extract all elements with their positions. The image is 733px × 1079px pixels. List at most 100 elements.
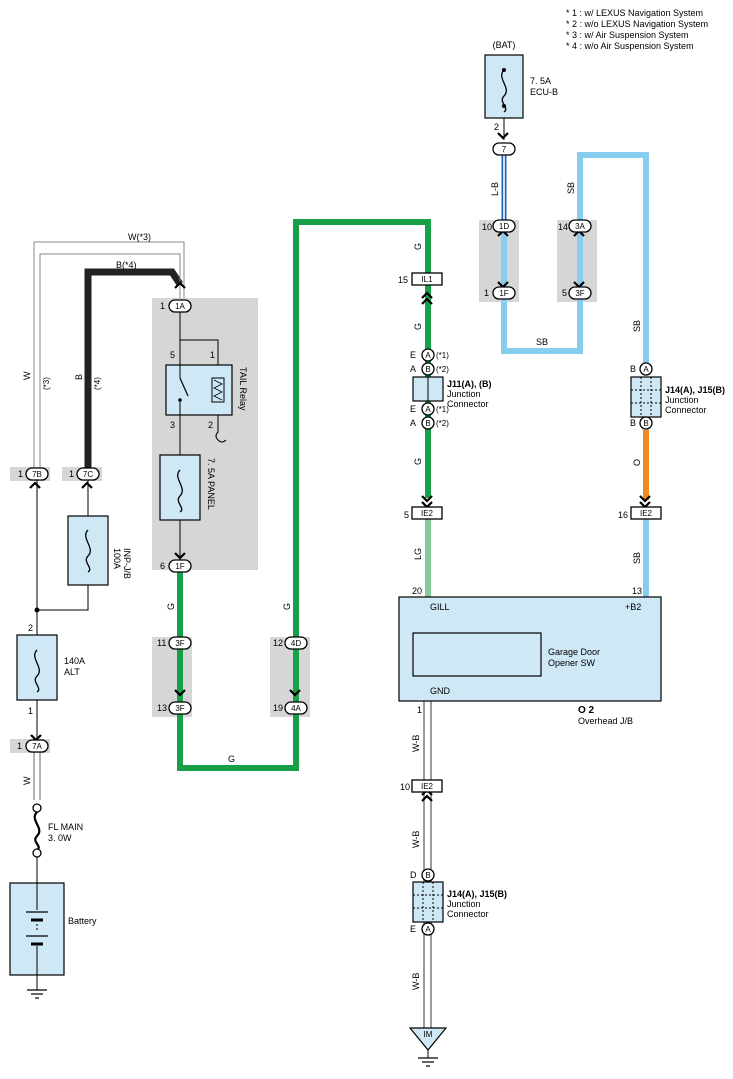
arrow-1a-up (174, 281, 186, 289)
pin-2-ecu: 2 (494, 122, 499, 132)
tail-relay (165, 364, 233, 416)
pin-13-3F: 13 (157, 703, 167, 713)
fuse-ecu-b (484, 54, 524, 119)
wire-labels: W(*3) B(*4) W (*3) B (*4) G G G G G G LG… (22, 182, 642, 990)
pin-20-gill: 20 (412, 586, 422, 596)
wire-label-o: O (632, 459, 642, 466)
pin-14-3A: 14 (558, 222, 568, 232)
wire-label-lb: L-B (490, 182, 500, 196)
pin-1-alt: 1 (28, 706, 33, 716)
pin-15-IL1: 15 (398, 275, 408, 285)
battery-label: Battery (68, 916, 97, 926)
wire-label-g-bottom: G (228, 754, 235, 764)
letter-B-right-bottom: B (630, 418, 636, 428)
conn-1A: 1A (175, 302, 185, 311)
conn-B-bottom: B (425, 419, 430, 428)
pin-1-7C: 1 (69, 469, 74, 479)
conn-A-right: A (643, 365, 649, 374)
wire-label-g-2: G (282, 603, 292, 610)
mark-s2-bottom: (*2) (436, 419, 449, 428)
wire-black-b4 (84, 268, 183, 468)
im-label: IM (424, 1030, 433, 1039)
panel-fuse-label: 7. 5A PANEL (206, 458, 216, 510)
junction-connector-j14-bottom (412, 881, 444, 923)
junction-connector-j14-right (630, 376, 662, 418)
wire-label-w-left: W (22, 371, 32, 380)
notes: * 1 : w/ LEXUS Navigation System * 2 : w… (566, 8, 708, 51)
connector-pills: 7 1D 3A 1F 3F IL1 A B A B A B IE2 IE2 1A… (25, 142, 662, 936)
pin-2-alt: 2 (28, 623, 33, 633)
fuse-alt (16, 634, 58, 701)
mark-s1-bottom: (*1) (436, 405, 449, 414)
wire-label-w-battery: W (22, 776, 32, 785)
conn-IL1: IL1 (421, 275, 433, 284)
conn-7B: 7B (32, 470, 42, 479)
wire-label-s4: (*4) (93, 377, 102, 390)
junction-connector-j11 (412, 376, 444, 402)
conn-4D: 4D (291, 639, 301, 648)
pin-1-7A: 1 (17, 741, 22, 751)
wire-inp-feed (37, 585, 89, 611)
overhead-jb-label: Overhead J/B (578, 716, 633, 726)
wire-label-b: B (74, 374, 84, 380)
conn-7: 7 (502, 145, 507, 154)
letter-B-right-top: B (630, 364, 636, 374)
conn-3F-bottom: 3F (175, 704, 184, 713)
wire-label-b4: B(*4) (116, 260, 137, 270)
letter-A-bottom: A (410, 418, 416, 428)
pin-3-relay: 3 (170, 420, 175, 430)
pin-10-1D: 10 (482, 222, 492, 232)
bat-label: (BAT) (493, 40, 516, 50)
letter-E-lower: E (410, 924, 416, 934)
pin-2-relay: 2 (208, 420, 213, 430)
conn-B-lower: B (425, 871, 430, 880)
wire-label-sb-4: SB (632, 552, 642, 564)
mark-s1-top: (*1) (436, 351, 449, 360)
pin-16-IE2: 16 (618, 510, 628, 520)
wire-relay-coil-ground (215, 415, 227, 443)
wire-label-wb-3: W-B (411, 973, 421, 990)
pin-5-IE2: 5 (404, 510, 409, 520)
garage-door-label-2: Opener SW (548, 658, 596, 668)
letter-A-top: A (410, 364, 416, 374)
pin-1-relay: 1 (210, 350, 215, 360)
pin-1-7B: 1 (18, 469, 23, 479)
wire-label-g-3: G (413, 243, 423, 250)
wire-label-g-1: G (166, 603, 176, 610)
note-3: * 3 : w/ Air Suspension System (566, 30, 689, 40)
o2-gill: GILL (430, 602, 450, 612)
letter-D: D (410, 870, 417, 880)
wire-label-sb-1: SB (566, 182, 576, 194)
alt-fuse-name: ALT (64, 667, 80, 677)
j11-connector: Connector (447, 399, 489, 409)
pin-19-4A: 19 (273, 703, 283, 713)
variant-marks: E (*1) A (*2) E (*1) A (*2) B B D E (410, 350, 636, 934)
pin-5-3F: 5 (562, 288, 567, 298)
mark-s2-top: (*2) (436, 365, 449, 374)
note-4: * 4 : w/o Air Suspension System (566, 41, 694, 51)
j14-bottom-label: J14(A), J15(B) (447, 889, 507, 899)
pin-10-IE2: 10 (400, 782, 410, 792)
pin-11-3F: 11 (157, 638, 166, 648)
pin-5-relay: 5 (170, 350, 175, 360)
ecu-fuse-rating: 7. 5A (530, 76, 551, 86)
pin-6-1F: 6 (160, 561, 165, 571)
wire-green-g (177, 219, 431, 771)
conn-1D: 1D (499, 222, 509, 231)
wire-white-w3-outer (39, 253, 181, 468)
conn-3F-top: 3F (175, 639, 184, 648)
conn-1F-right: 1F (499, 289, 508, 298)
relay-panel-block (152, 298, 258, 570)
pin-13-b2: 13 (632, 586, 642, 596)
conn-7C: 7C (83, 470, 93, 479)
j11-label: J11(A), (B) (447, 379, 492, 389)
conn-A-lower: A (425, 925, 431, 934)
conn-IE2-left: IE2 (421, 509, 434, 518)
fl-main-label: FL MAIN (48, 822, 83, 832)
j11-junction: Junction (447, 389, 481, 399)
pill-7 (492, 142, 516, 156)
j14-right-junction: Junction (665, 395, 699, 405)
fusible-link-fl-main (32, 803, 42, 858)
fuse-panel (159, 454, 201, 521)
